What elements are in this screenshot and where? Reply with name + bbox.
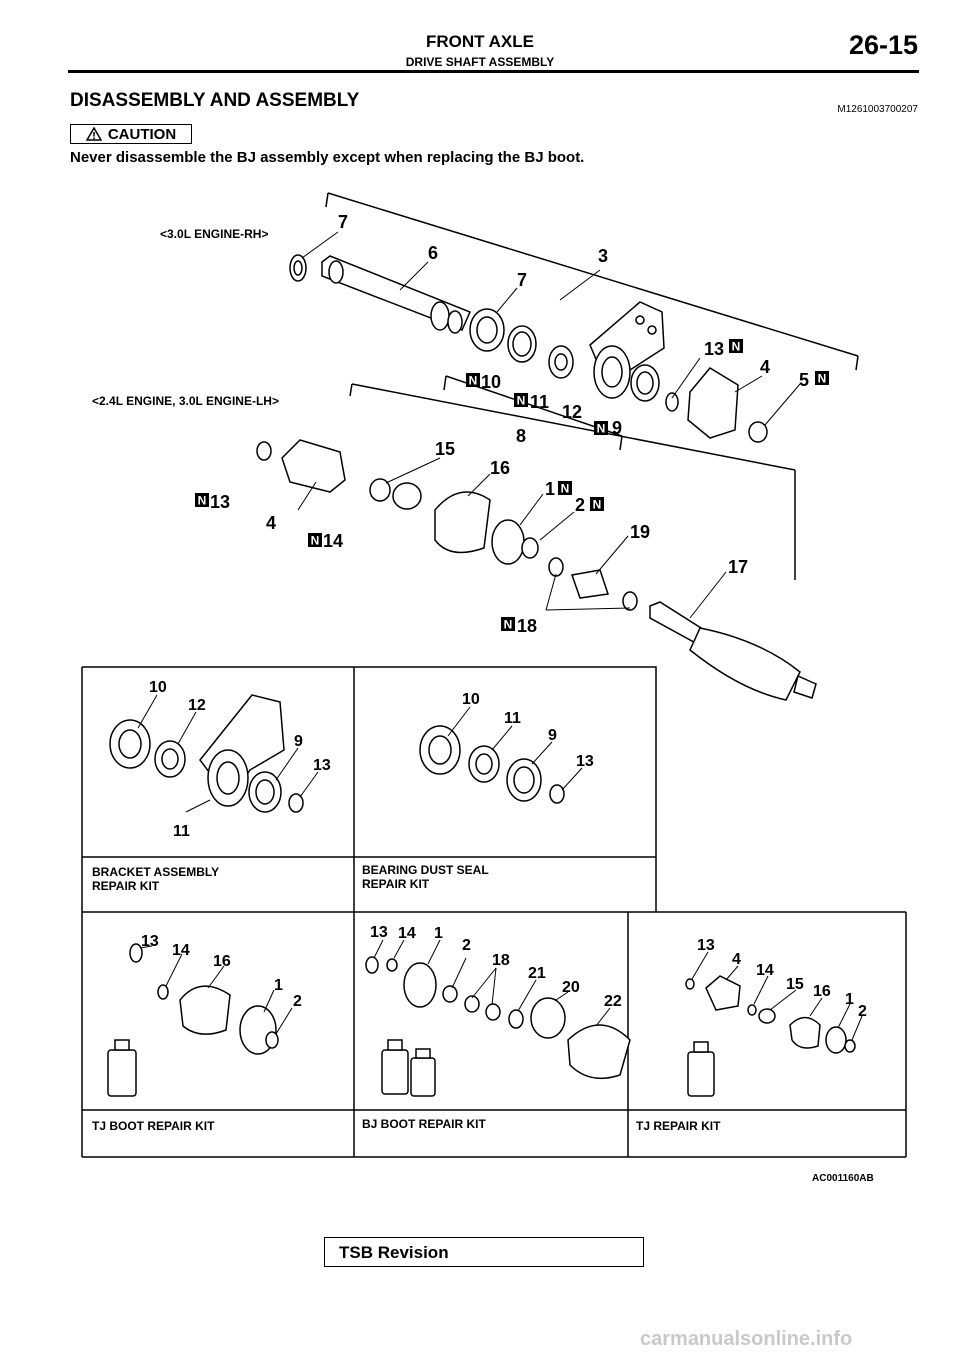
kit2-callout-11: 11: [504, 710, 521, 727]
rh-drive-shaft: [289, 254, 768, 443]
kit-tjboot-name: TJ BOOT REPAIR KIT: [92, 1119, 215, 1133]
callout-2: 2: [575, 495, 585, 515]
kit5-callout-16: 16: [813, 983, 831, 1000]
section-heading: DISASSEMBLY AND ASSEMBLY: [70, 90, 360, 111]
kit4-callout-13: 13: [370, 924, 388, 941]
kit-bracket-name-2: REPAIR KIT: [92, 879, 160, 893]
callout-6: 6: [428, 243, 438, 263]
callout-numbers: 7 6 3 7 13 4 5 10 11 12 8 9 15 16 1 2 13…: [210, 212, 809, 636]
callout-7b: 7: [517, 270, 527, 290]
kit-bjboot-name: BJ BOOT REPAIR KIT: [362, 1117, 486, 1131]
warning-triangle-icon: [85, 127, 102, 141]
callout-13b: 13: [210, 492, 230, 512]
kit4-callout-14: 14: [398, 925, 416, 942]
kit5-callout-4: 4: [732, 951, 741, 968]
repair-kit-table: [81, 666, 907, 1158]
callout-9: 9: [612, 418, 622, 438]
callout-14: 14: [323, 531, 343, 551]
kit2-callout-9: 9: [548, 727, 557, 744]
kit4-callout-22: 22: [604, 993, 622, 1010]
callout-15: 15: [435, 439, 455, 459]
callout-19: 19: [630, 522, 650, 542]
kit5-callout-2: 2: [858, 1003, 867, 1020]
kit1-callout-11: 11: [173, 823, 190, 840]
kit3-callout-14: 14: [172, 942, 190, 959]
page-number: 26-15: [848, 30, 918, 60]
kit4-callout-20: 20: [562, 979, 580, 996]
kit4-callout-1: 1: [434, 925, 443, 942]
figure-code: AC001160AB: [812, 1173, 874, 1184]
leader-lines: [297, 231, 801, 619]
callout-5: 5: [799, 370, 809, 390]
kit2-callout-10: 10: [462, 691, 480, 708]
callout-4b: 4: [266, 513, 276, 533]
callout-4: 4: [760, 357, 770, 377]
caution-label: CAUTION: [107, 125, 177, 143]
callout-7: 7: [338, 212, 348, 232]
kit5-callout-13: 13: [697, 937, 715, 954]
callout-10: 10: [481, 372, 501, 392]
kit-callouts: 10 12 9 13 11 10 11 9 13 13 14 16 1 2 13…: [141, 679, 867, 1020]
kit-bracket-name-1: BRACKET ASSEMBLY: [92, 865, 219, 879]
callout-16: 16: [490, 458, 510, 478]
group-brackets: [325, 192, 859, 580]
kit-tj-name: TJ REPAIR KIT: [636, 1119, 721, 1133]
kit3-callout-2: 2: [293, 993, 302, 1010]
kit4-callout-21: 21: [528, 965, 546, 982]
document-code: M1261003700207: [837, 104, 918, 115]
callout-11: 11: [530, 392, 549, 412]
kit3-callout-13: 13: [141, 933, 159, 950]
callout-1: 1: [545, 479, 555, 499]
kit5-callout-15: 15: [786, 976, 804, 993]
kit1-callout-12: 12: [188, 697, 206, 714]
kit-dustseal-name-1: BEARING DUST SEAL: [362, 863, 489, 877]
kit1-callout-9: 9: [294, 733, 303, 750]
header-rule: [68, 70, 919, 73]
caution-text: Never disassemble the BJ assembly except…: [70, 149, 585, 166]
callout-8: 8: [516, 426, 526, 446]
tsb-revision-box: TSB Revision: [324, 1237, 644, 1267]
kit-names: BRACKET ASSEMBLY REPAIR KIT BEARING DUST…: [92, 863, 721, 1133]
watermark: carmanualsonline.info: [640, 1328, 853, 1350]
caution-box: CAUTION: [70, 124, 192, 144]
kit2-callout-13: 13: [576, 753, 594, 770]
kit3-callout-16: 16: [213, 953, 231, 970]
callout-17: 17: [728, 557, 748, 577]
kit5-callout-14: 14: [756, 962, 774, 979]
callout-3: 3: [598, 246, 608, 266]
kit4-callout-18: 18: [492, 952, 510, 969]
callout-12: 12: [562, 402, 582, 422]
lh-drive-shaft: [256, 439, 817, 701]
kit5-callout-1: 1: [845, 991, 854, 1008]
callout-13: 13: [704, 339, 724, 359]
rh-engine-label: <3.0L ENGINE-RH>: [160, 227, 268, 241]
kit-drawings: [107, 694, 856, 1097]
chapter-title: FRONT AXLE: [426, 32, 534, 51]
lh-engine-label: <2.4L ENGINE, 3.0L ENGINE-LH>: [92, 394, 279, 408]
section-labels: <3.0L ENGINE-RH> <2.4L ENGINE, 3.0L ENGI…: [92, 227, 279, 408]
kit3-callout-1: 1: [274, 977, 283, 994]
kit-dustseal-name-2: REPAIR KIT: [362, 877, 430, 891]
kit4-callout-2: 2: [462, 937, 471, 954]
kit1-callout-13: 13: [313, 757, 331, 774]
section-subtitle: DRIVE SHAFT ASSEMBLY: [405, 55, 555, 69]
callout-18: 18: [517, 616, 537, 636]
kit-leader-lines: [137, 694, 863, 1041]
kit1-callout-10: 10: [149, 679, 167, 696]
